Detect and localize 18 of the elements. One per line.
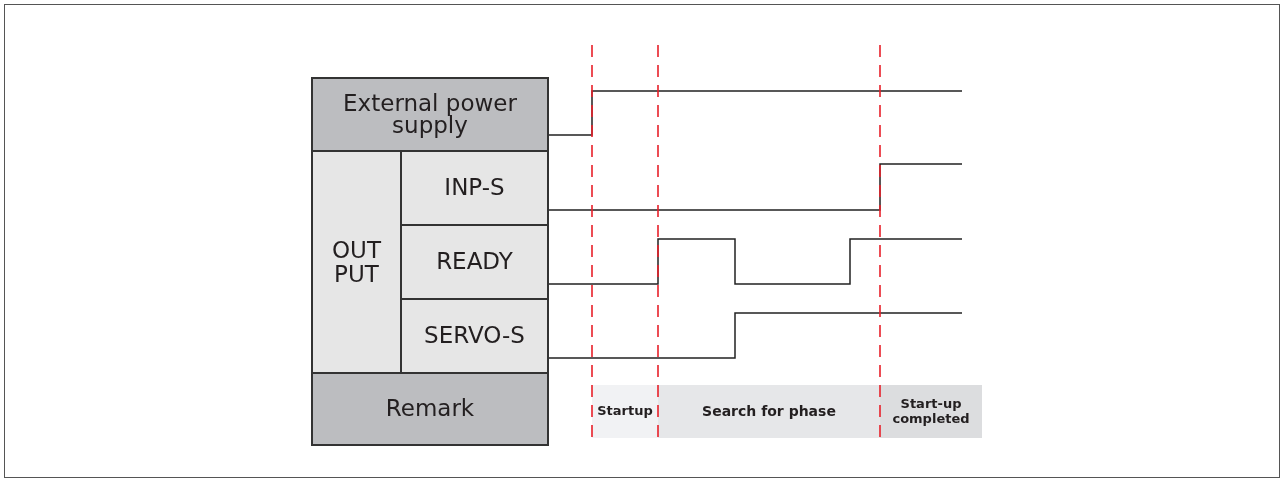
signal-label — [400, 150, 549, 226]
label-text: External power supply — [342, 92, 518, 137]
label-text: Search for phase — [702, 403, 836, 420]
row-header — [311, 77, 549, 152]
signal-label — [400, 298, 549, 374]
label-text: INP-S — [444, 175, 505, 201]
label-text: Start-up completed — [891, 396, 971, 427]
label-text: Remark — [385, 396, 475, 422]
label-text: OUT PUT — [331, 237, 382, 287]
label-text: READY — [436, 249, 513, 275]
phase-band — [592, 385, 658, 438]
signal-label — [400, 224, 549, 300]
label-text: SERVO-S — [424, 323, 525, 349]
phase-band — [880, 385, 982, 438]
group-header — [311, 150, 402, 374]
label-text: Startup — [597, 404, 653, 419]
phase-band — [658, 385, 880, 438]
row-header — [311, 372, 549, 446]
